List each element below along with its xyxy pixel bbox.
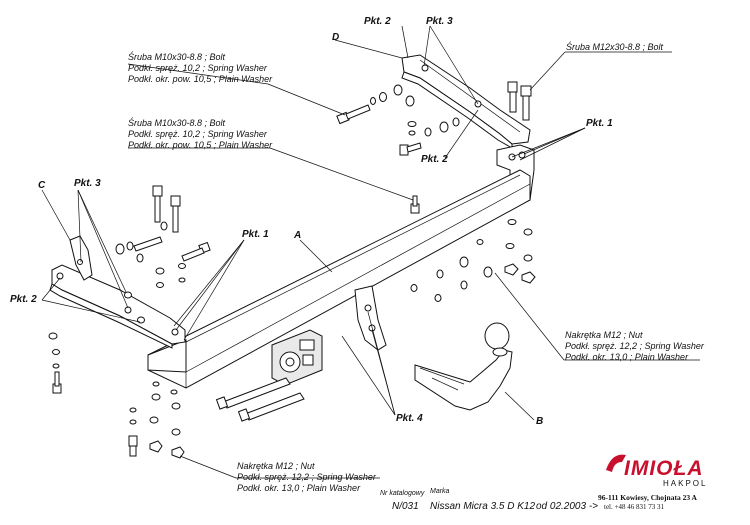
bolts-left xyxy=(115,185,211,324)
bracket-c xyxy=(49,264,186,349)
callout-text: Podkł. okr. pow. 10,5 ; Plain Washer xyxy=(128,74,273,84)
bolt-far-left-column xyxy=(48,332,62,394)
callout-text: Podkł. okr. 13,0 ; Plain Washer xyxy=(237,483,361,493)
logo-text: IMIOŁA xyxy=(624,457,704,480)
label-part-b: B xyxy=(536,416,543,427)
company-logo: IMIOŁA HAKPOL 96-111 Kowiesy, Chojnata 2… xyxy=(598,454,707,511)
company-phone: tel. +48 46 831 73 31 xyxy=(604,503,664,511)
label-pkt3-left: Pkt. 3 xyxy=(74,178,101,189)
socket-plate xyxy=(271,329,323,386)
catalog-number: N/031 xyxy=(392,501,419,512)
callout-text: Śruba M10x30-8.8 ; Bolt xyxy=(128,117,226,128)
logo-swoosh-icon xyxy=(606,454,626,472)
bracket-d xyxy=(401,54,531,149)
callout-text: Śruba M10x30-8.8 ; Bolt xyxy=(128,51,226,62)
callout-text: Podkł. spręż. 12,2 ; Spring Washer xyxy=(565,341,705,351)
brand-label: Marka xyxy=(430,488,450,495)
label-pkt3-top: Pkt. 3 xyxy=(426,16,453,27)
model-date: od 02.2003 -> xyxy=(536,501,598,512)
callout-text: Podkł. spręż. 12,2 ; Spring Washer xyxy=(237,472,377,482)
label-pkt1-left: Pkt. 1 xyxy=(242,229,269,240)
bolt-mid-vertical xyxy=(410,195,420,214)
ball-hook-b xyxy=(414,322,513,411)
callout-bolt-top-left: Śruba M10x30-8.8 ; Bolt Podkł. spręż. 10… xyxy=(128,51,273,84)
callout-text: Podkł. spręż. 10,2 ; Spring Washer xyxy=(128,63,268,73)
label-pkt2-mid: Pkt. 2 xyxy=(421,154,448,165)
label-pkt2-top: Pkt. 2 xyxy=(364,16,391,27)
label-pkt2-left: Pkt. 2 xyxy=(10,294,37,305)
leader-lines xyxy=(41,25,700,479)
callout-bolt-mid: Śruba M10x30-8.8 ; Bolt Podkł. spręż. 10… xyxy=(128,117,273,150)
callout-text: Nakrętka M12 ; Nut xyxy=(237,461,315,471)
label-pkt1-right: Pkt. 1 xyxy=(586,118,613,129)
center-plate xyxy=(354,285,387,351)
callout-text: Podkł. spręż. 10,2 ; Spring Washer xyxy=(128,129,268,139)
catalog-label: Nr katalogowy xyxy=(380,490,425,497)
callout-text: Nakrętka M12 ; Nut xyxy=(565,330,643,340)
callout-nut-right: Nakrętka M12 ; Nut Podkł. spręż. 12,2 ; … xyxy=(565,330,705,362)
label-part-c: C xyxy=(38,180,46,191)
label-part-d: D xyxy=(332,32,339,43)
callout-nut-bottom: Nakrętka M12 ; Nut Podkł. spręż. 12,2 ; … xyxy=(237,461,377,493)
washers-bottom-left xyxy=(128,381,185,459)
bolt-top-right xyxy=(507,81,532,121)
callout-text: Podkł. okr. 13,0 ; Plain Washer xyxy=(565,352,689,362)
washers-right-column xyxy=(410,219,536,302)
callout-bolt-top-right: Śruba M12x30-8.8 ; Bolt xyxy=(566,41,664,52)
bolts-long xyxy=(215,377,305,422)
model-name: Nissan Micra 3.5 D K12 xyxy=(430,501,535,512)
main-beam-a xyxy=(147,169,531,389)
company-address: 96-111 Kowiesy, Chojnata 23 A xyxy=(598,493,698,502)
label-pkt4: Pkt. 4 xyxy=(396,413,423,424)
logo-sub-text: HAKPOL xyxy=(663,479,707,488)
footer: Nr katalogowy Marka N/031 Nissan Micra 3… xyxy=(380,488,598,512)
bolt-row-top xyxy=(336,84,460,156)
callout-text: Podkł. okr. pow. 10,5 ; Plain Washer xyxy=(128,140,273,150)
label-part-a: A xyxy=(293,230,301,241)
